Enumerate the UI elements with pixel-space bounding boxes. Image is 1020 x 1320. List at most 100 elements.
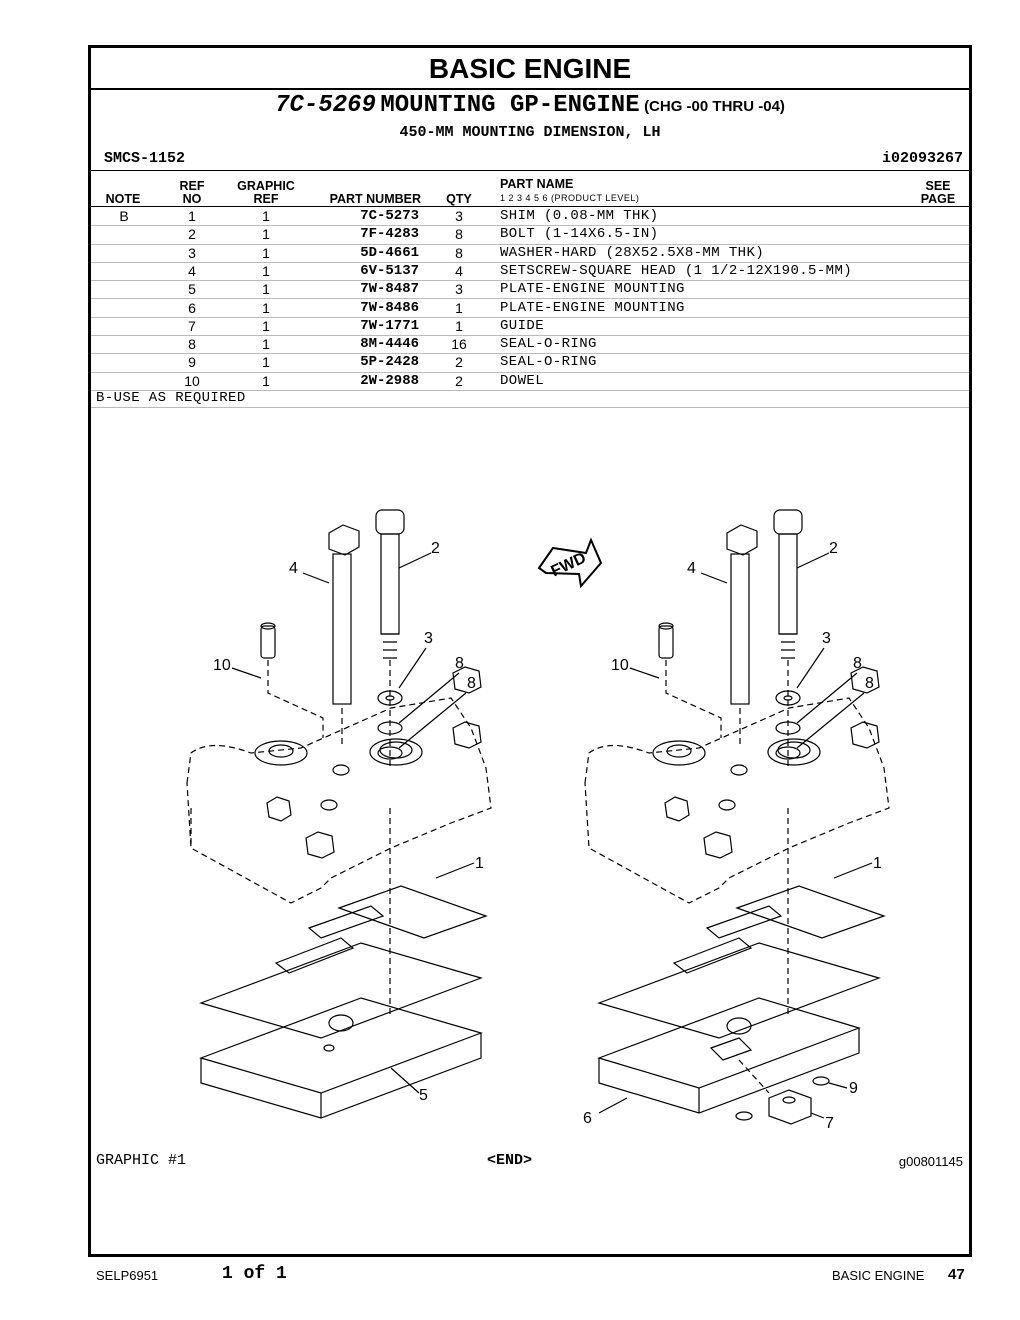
callout-3: 3	[822, 630, 831, 647]
table-row: B 1 1 7C-5273 3 SHIM (0.08-MM THK)	[91, 207, 969, 227]
cell-graphic: 1	[262, 336, 270, 353]
cell-part-number[interactable]: 7F-4283	[360, 226, 419, 243]
fwd-arrow: FWD	[537, 537, 603, 589]
page-frame: BASIC ENGINE 7C-5269 MOUNTING GP-ENGINE …	[88, 45, 972, 1257]
callout-8: 8	[455, 655, 464, 672]
col-qty: QTY	[446, 192, 472, 206]
cell-graphic: 1	[262, 299, 270, 316]
callout-2: 2	[829, 540, 838, 557]
col-graphic-bottom: REF	[253, 192, 279, 206]
divider	[91, 206, 969, 207]
callout-5: 5	[419, 1087, 428, 1104]
cell-graphic: 1	[262, 317, 270, 334]
cell-qty: 3	[455, 281, 463, 298]
cell-part-number[interactable]: 7W-8486	[360, 299, 419, 316]
callout-8: 8	[865, 675, 874, 692]
footer-page-count: 1 of 1	[222, 1264, 287, 1284]
cell-graphic: 1	[262, 372, 270, 389]
cell-ref: 1	[188, 208, 196, 224]
callout-9: 9	[849, 1080, 858, 1097]
cell-graphic: 1	[262, 281, 270, 298]
cell-note: B	[119, 208, 129, 224]
cell-part-number[interactable]: 7W-1771	[360, 317, 419, 334]
cell-qty: 8	[455, 244, 463, 261]
fwd-label: FWD	[549, 550, 589, 581]
cell-ref: 8	[188, 336, 196, 353]
cell-part-name: BOLT (1-14X6.5-IN)	[500, 226, 659, 243]
col-graphic-top: GRAPHIC	[237, 179, 295, 193]
cell-part-number[interactable]: 5D-4661	[360, 244, 419, 261]
cell-part-number[interactable]: 6V-5137	[360, 262, 419, 279]
cell-qty: 3	[455, 208, 463, 224]
col-ref-bottom: NO	[182, 192, 202, 206]
cell-ref: 9	[188, 354, 196, 371]
callout-10: 10	[611, 657, 629, 674]
callout-8: 8	[467, 675, 476, 692]
group-subtitle: 450-MM MOUNTING DIMENSION, LH	[399, 124, 661, 141]
page-title: BASIC ENGINE	[91, 48, 969, 90]
info-id: i02093267	[881, 150, 963, 167]
right-assembly: 2 4 10 3 8 8 1 6 9 7	[583, 509, 890, 1132]
cell-qty: 2	[455, 372, 463, 389]
cell-qty: 16	[451, 336, 467, 353]
table-row: 3 1 5D-4661 8 WASHER-HARD (28X52.5X8-MM THK)	[91, 244, 969, 263]
cell-ref: 4	[188, 262, 196, 279]
cell-part-name: SHIM (0.08-MM THK)	[500, 208, 659, 224]
cell-part-number[interactable]: 7W-8487	[360, 281, 419, 298]
table-row: 6 1 7W-8486 1 PLATE-ENGINE MOUNTING	[91, 299, 969, 318]
cell-ref: 3	[188, 244, 196, 261]
cell-graphic: 1	[262, 226, 270, 243]
cell-part-number[interactable]: 5P-2428	[360, 354, 419, 371]
cell-ref: 6	[188, 299, 196, 316]
group-part-number[interactable]: 7C-5269	[275, 92, 376, 119]
cell-graphic: 1	[262, 208, 270, 224]
table-row: 4 1 6V-5137 4 SETSCREW-SQUARE HEAD (1 1/2-12…	[91, 262, 969, 282]
cell-qty: 4	[455, 262, 463, 279]
callout-8: 8	[853, 655, 862, 672]
cell-qty: 1	[455, 299, 463, 316]
cell-part-name: GUIDE	[500, 317, 545, 334]
group-name: MOUNTING GP-ENGINE	[380, 92, 640, 119]
cell-ref: 7	[188, 317, 196, 334]
callout-1: 1	[873, 855, 882, 872]
callout-4: 4	[687, 560, 696, 577]
cell-qty: 8	[455, 226, 463, 243]
callout-4: 4	[289, 560, 298, 577]
cell-qty: 2	[455, 354, 463, 371]
graphic-label: GRAPHIC #1	[96, 1152, 187, 1169]
cell-part-name: SEAL-O-RING	[500, 354, 597, 371]
cell-part-name: SETSCREW-SQUARE HEAD (1 1/2-12X190.5-MM)	[500, 262, 853, 279]
col-ref-top: REF	[179, 179, 205, 193]
cell-part-number[interactable]: 2W-2988	[360, 372, 419, 389]
smcs-code: SMCS-1152	[104, 150, 186, 167]
graphic-end-marker: <END>	[487, 1152, 533, 1169]
cell-part-number[interactable]: 8M-4446	[360, 336, 419, 353]
divider	[91, 407, 969, 408]
col-see-bottom: PAGE	[920, 192, 956, 206]
cell-part-name: WASHER-HARD (28X52.5X8-MM THK)	[500, 244, 765, 261]
col-product-level: 1 2 3 4 5 6 (PRODUCT LEVEL)	[500, 193, 640, 203]
group-change-range: (CHG -00 THRU -04)	[644, 98, 785, 115]
cell-graphic: 1	[262, 244, 270, 261]
group-heading: 7C-5269 MOUNTING GP-ENGINE (CHG -00 THRU…	[91, 92, 969, 119]
graphic-id: g00801145	[898, 1154, 963, 1169]
col-note: NOTE	[105, 192, 141, 206]
footer-section: BASIC ENGINE	[832, 1268, 925, 1283]
callout-10: 10	[213, 657, 231, 674]
cell-part-name: PLATE-ENGINE MOUNTING	[500, 299, 685, 316]
cell-ref: 10	[184, 372, 200, 389]
cell-part-number[interactable]: 7C-5273	[360, 208, 419, 224]
cell-graphic: 1	[262, 262, 270, 279]
divider	[91, 170, 969, 171]
parts-illustration: 2 4 10 3 8 8 1 5 FWD	[186, 509, 890, 1132]
col-see-top: SEE	[925, 179, 951, 193]
cell-part-name: SEAL-O-RING	[500, 336, 597, 353]
table-row: 8 1 8M-4446 16 SEAL-O-RING	[91, 335, 969, 355]
callout-6: 6	[583, 1110, 592, 1127]
footer-doc-number: SELP6951	[96, 1268, 159, 1283]
footer-page-number: 47	[948, 1266, 965, 1283]
